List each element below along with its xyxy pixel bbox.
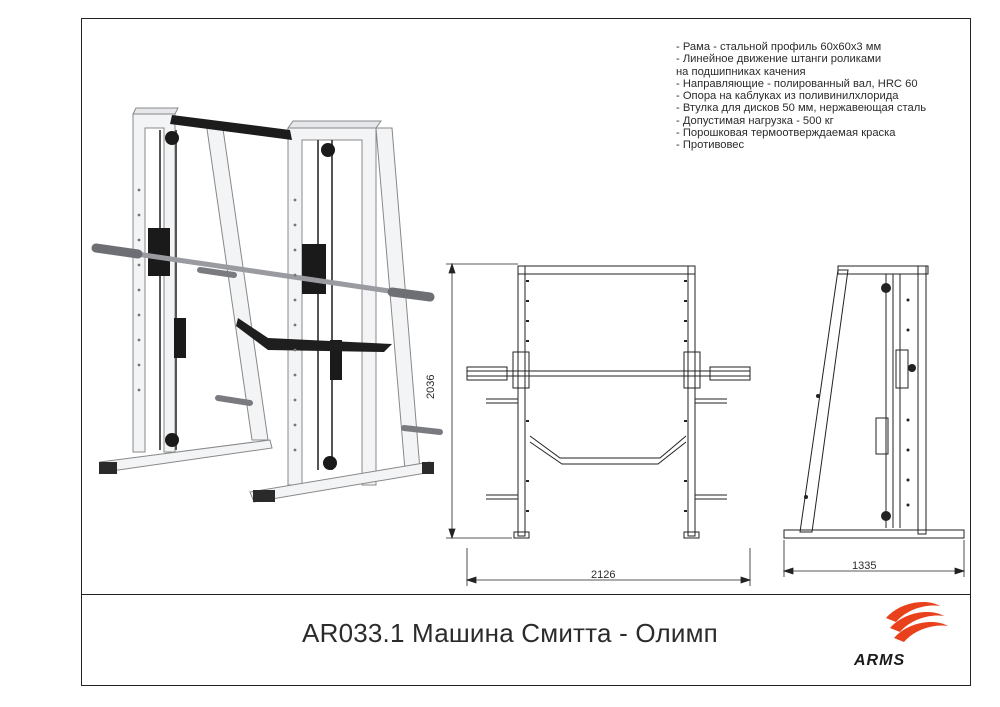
- spec-item: - Допустимая нагрузка - 500 кг: [676, 114, 834, 127]
- spec-item: - Линейное движение штанги роликами: [676, 53, 882, 66]
- title-block-divider: [81, 594, 971, 595]
- spec-item: на подшипниках качения: [676, 65, 806, 78]
- spec-item: - Порошковая термоотверждаемая краска: [676, 127, 896, 140]
- depth-dimension-label: 1335: [852, 560, 877, 572]
- spec-item: - Противовес: [676, 139, 745, 152]
- spec-item: - Направляющие - полированный вал, HRC 6…: [676, 77, 918, 90]
- spec-item: - Опора на каблуках из поливинилхлорида: [676, 90, 899, 103]
- product-title: AR033.1 Машина Смитта - Олимп: [302, 618, 718, 648]
- spec-item: - Втулка для дисков 50 мм, нержавеющая с…: [676, 102, 927, 115]
- width-dimension-label: 2126: [591, 569, 616, 581]
- spec-list: - Рама - стальной профиль 60х60х3 мм - Л…: [676, 41, 966, 152]
- arms-logo-text: ARMS: [854, 652, 906, 669]
- spec-item: - Рама - стальной профиль 60х60х3 мм: [676, 41, 882, 53]
- drawing-sheet: [81, 18, 971, 686]
